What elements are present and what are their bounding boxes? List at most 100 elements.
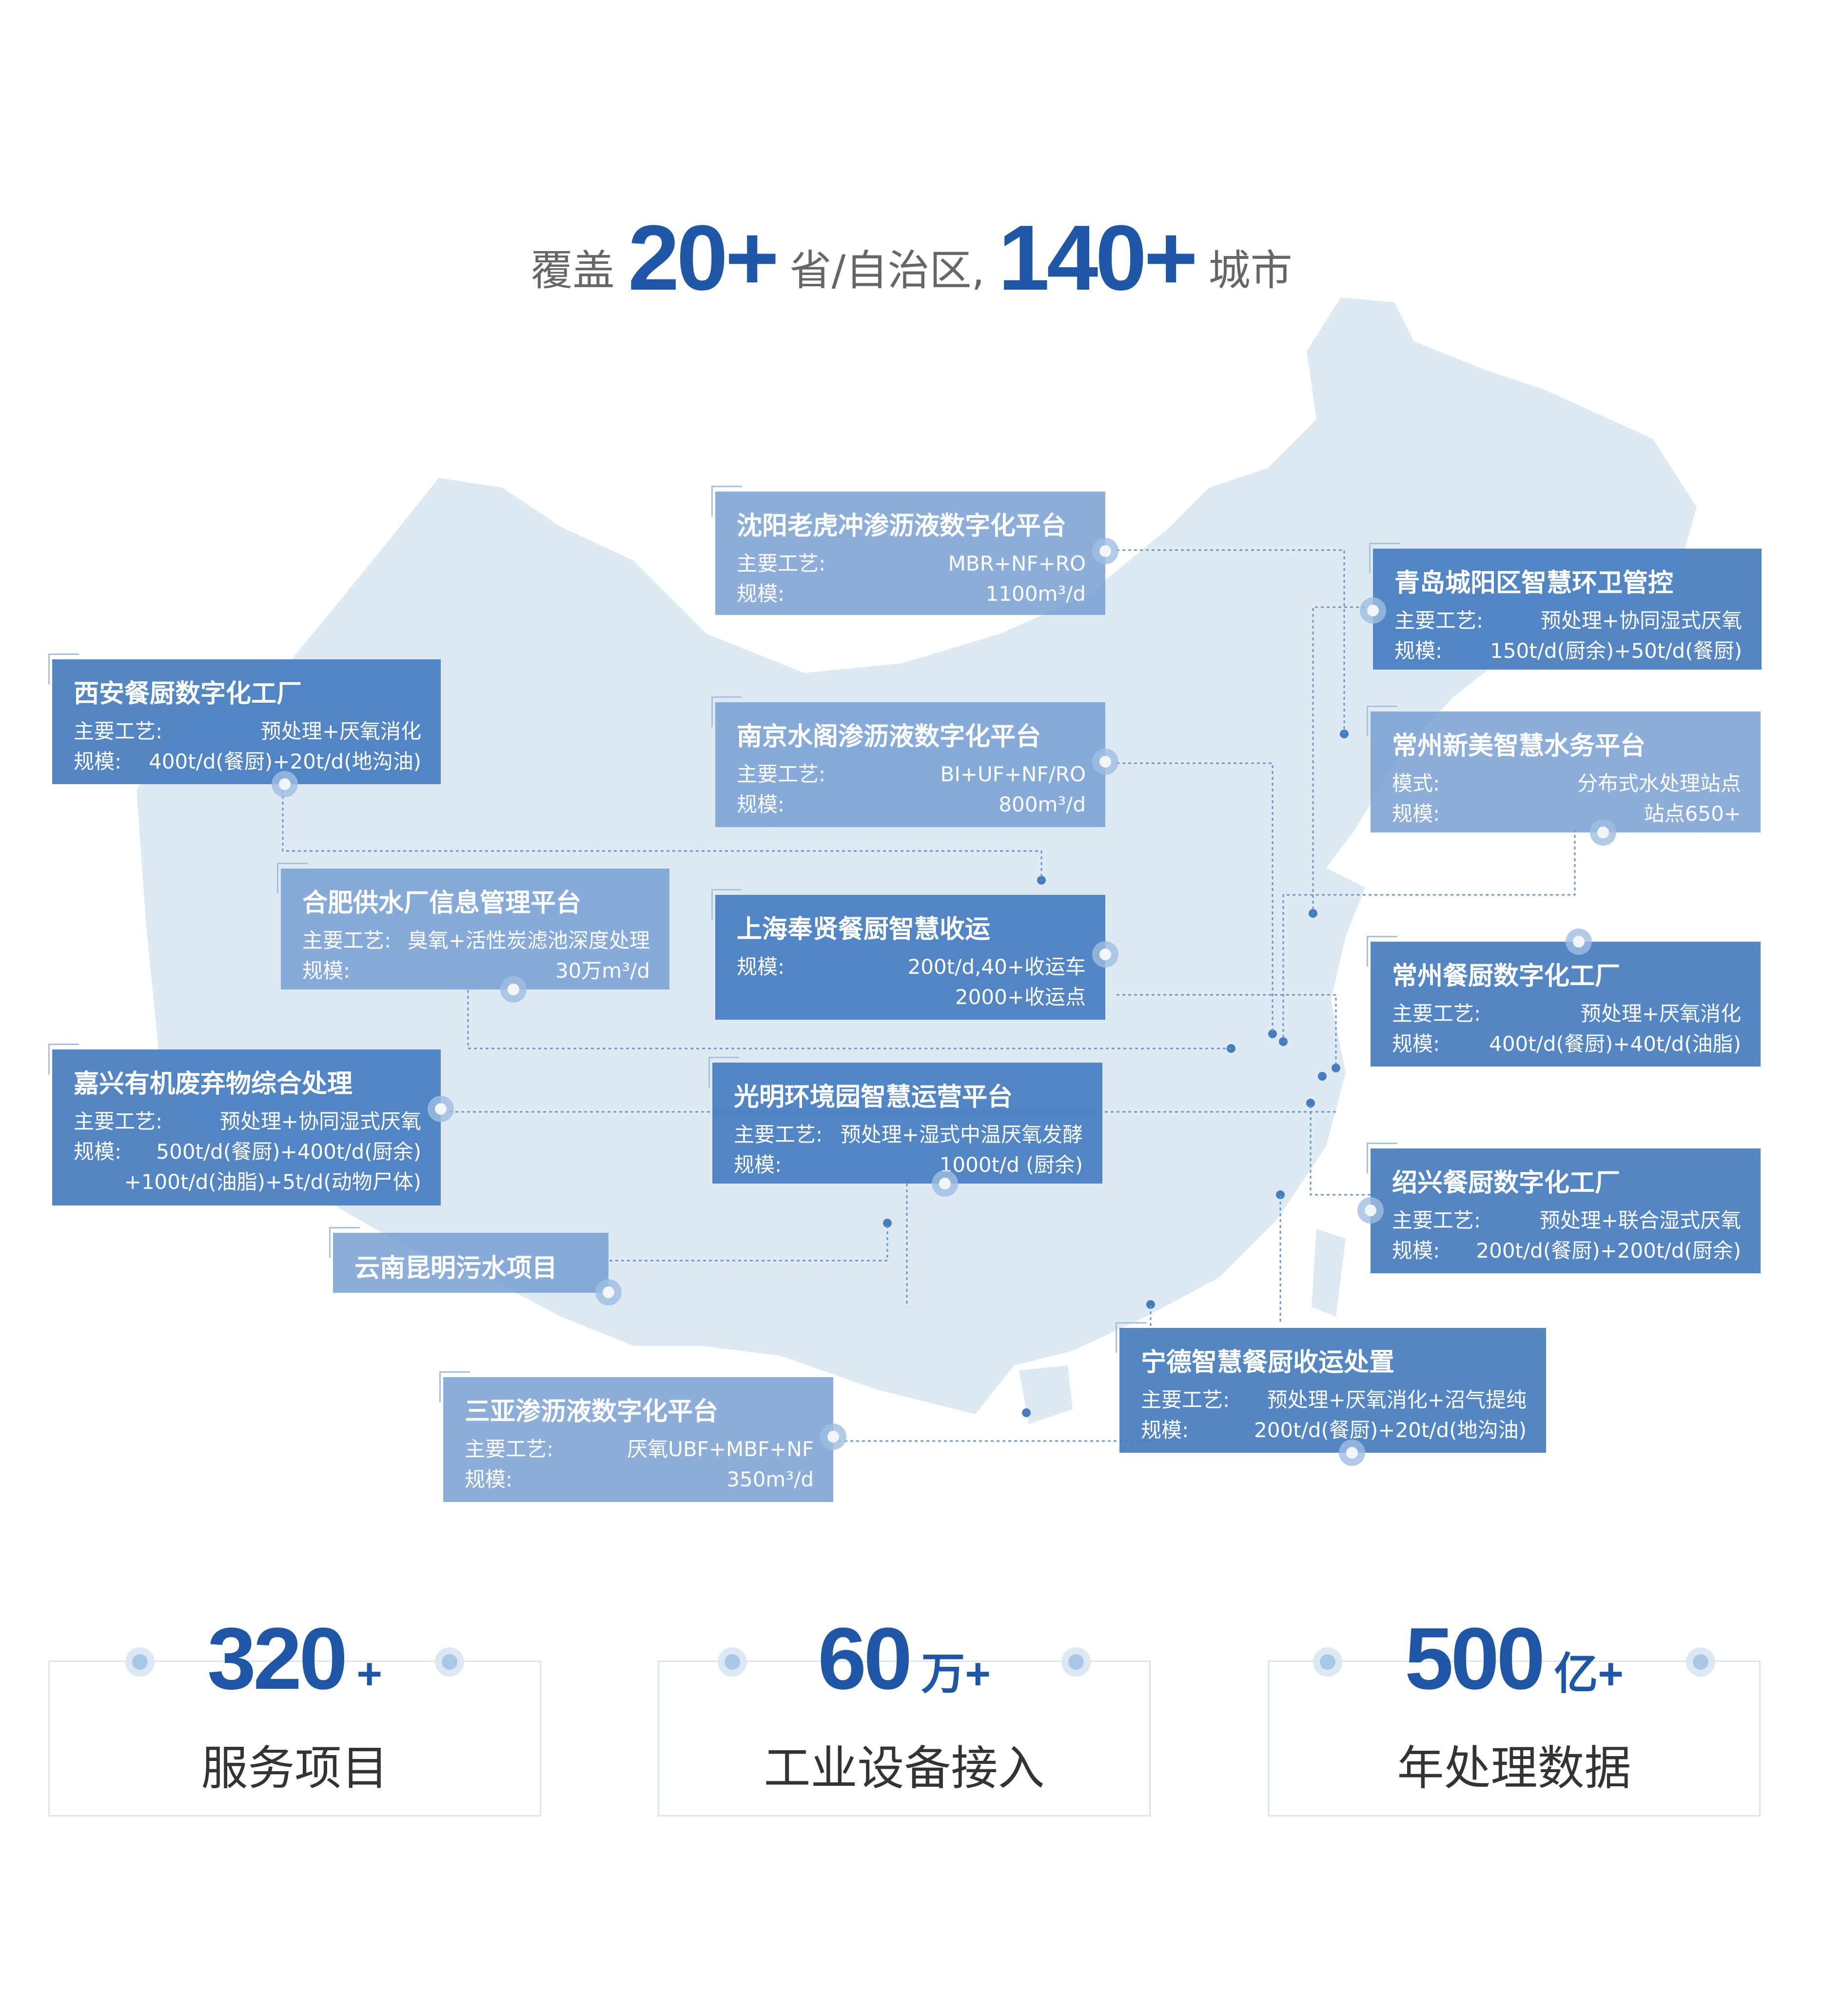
location-marker-icon [1092, 941, 1118, 968]
row-value: 30万m³/d [555, 959, 650, 983]
row-label: 规模: [1392, 1032, 1440, 1056]
row-value: BI+UF+NF/RO [940, 762, 1086, 786]
card-title: 常州餐厨数字化工厂 [1392, 962, 1621, 991]
location-marker-icon [820, 1423, 846, 1450]
project-card-yunnan[interactable]: 云南昆明污水项目 [329, 1227, 622, 1305]
card-row: 规模: 30万m³/d [302, 956, 650, 986]
card-row: 主要工艺:BI+UF+NF/RO [737, 759, 1086, 790]
row-value: 厌氧UBF+MBF+NF [627, 1437, 814, 1461]
card-row: 主要工艺: 预处理+厌氧消化+沼气提纯 [1141, 1385, 1527, 1415]
headline-suffix: 城市 [1208, 246, 1293, 295]
row-label: 主要工艺: [1392, 1002, 1481, 1026]
project-card-czcc[interactable]: 常州餐厨数字化工厂主要工艺: 预处理+厌氧消化规模:400t/d(餐厨)+40t/… [1367, 929, 1761, 1067]
row-value: 站点650+ [1644, 802, 1741, 826]
card-title: 三亚渗沥液数字化平台 [465, 1397, 719, 1426]
card-title: 绍兴餐厨数字化工厂 [1392, 1168, 1621, 1198]
map-taiwan [1312, 1229, 1346, 1317]
project-card-xian[interactable]: 西安餐厨数字化工厂主要工艺:预处理+厌氧消化规模:400t/d(餐厨)+20t/… [48, 653, 441, 797]
stat-projects: 320+ 服务项目 [48, 1610, 541, 1817]
row-label: 主要工艺: [74, 719, 163, 743]
row-value: 350m³/d [726, 1467, 814, 1491]
stat-label: 年处理数据 [1397, 1741, 1631, 1796]
card-row: +100t/d(油脂)+5t/d(动物尸体) [74, 1167, 421, 1197]
card-row: 规模: 200t/d(餐厨)+20t/d(地沟油) [1141, 1415, 1527, 1445]
project-card-guangming[interactable]: 光明环境园智慧运营平台主要工艺:预处理+湿式中温厌氧发酵规模:1000t/d (… [708, 1057, 1102, 1197]
row-label: 主要工艺: [465, 1437, 554, 1461]
row-value: 预处理+协同湿式厌氧 [1540, 609, 1742, 632]
location-marker-icon [1590, 819, 1616, 846]
location-marker-icon [595, 1279, 622, 1305]
row-label: 主要工艺: [1141, 1388, 1230, 1412]
project-card-ningde[interactable]: 宁德智慧餐厨收运处置主要工艺:预处理+厌氧消化+沼气提纯规模:200t/d(餐厨… [1116, 1322, 1546, 1466]
card-row: 规模: 500t/d(餐厨)+400t/d(厨余) [74, 1137, 421, 1167]
row-label: 模式: [1392, 771, 1440, 795]
row-label: 规模: [737, 955, 785, 979]
location-marker-icon [1092, 538, 1118, 564]
row-label: 主要工艺: [1394, 609, 1484, 632]
row-value: 预处理+厌氧消化+沼气提纯 [1267, 1388, 1527, 1412]
row-label: 规模: [302, 959, 351, 983]
card-row: 规模: 200t/d,40+收运车 [737, 952, 1086, 982]
card-row: 规模: 400t/d(餐厨)+20t/d(地沟油) [74, 747, 421, 777]
row-label: 规模: [1141, 1418, 1189, 1442]
location-marker-icon [1339, 1440, 1365, 1466]
card-row: 主要工艺: 预处理+协同湿式厌氧 [74, 1107, 421, 1137]
card-row: 规模:200t/d(餐厨)+200t/d(厨余) [1392, 1236, 1741, 1266]
row-value: 500t/d(餐厨)+400t/d(厨余) [156, 1140, 421, 1164]
row-value: 预处理+协同湿式厌氧 [219, 1109, 421, 1133]
card-title: 嘉兴有机废弃物综合处理 [74, 1069, 353, 1099]
card-row: 主要工艺:臭氧+活性炭滤池深度处理 [302, 926, 650, 956]
row-label: 规模: [734, 1153, 782, 1177]
stat-number: 320 [207, 1610, 348, 1708]
stat-label: 工业设备接入 [764, 1741, 1045, 1796]
card-row: 主要工艺:预处理+厌氧消化 [74, 716, 421, 747]
project-card-qingdao[interactable]: 青岛城阳区智慧环卫管控主要工艺:预处理+协同湿式厌氧规模:150t/d(厨余)+… [1360, 543, 1762, 670]
headline-mid: 省/自治区, [789, 246, 985, 295]
province-count: 20+ [627, 206, 779, 310]
card-row: 规模:1000t/d (厨余) [734, 1150, 1083, 1180]
map-hainan [1019, 1365, 1073, 1424]
row-label: 规模: [74, 1140, 122, 1164]
row-value: 1100m³/d [985, 582, 1086, 606]
row-value: 预处理+湿式中温厌氧发酵 [840, 1123, 1083, 1146]
row-value: 200t/d(餐厨)+20t/d(地沟油) [1254, 1418, 1527, 1442]
card-title: 常州新美智慧水务平台 [1392, 731, 1646, 761]
project-card-czxm[interactable]: 常州新美智慧水务平台模式:分布式水处理站点规模:站点650+ [1367, 706, 1761, 846]
card-row: 规模:350m³/d [465, 1464, 814, 1495]
map-shape [137, 297, 1697, 1414]
row-value: 150t/d(厨余)+50t/d(餐厨) [1490, 639, 1742, 663]
card-row: 规模:400t/d(餐厨)+40t/d(油脂) [1392, 1029, 1741, 1059]
card-title: 云南昆明污水项目 [354, 1254, 558, 1283]
card-row: 规模:1100m³/d [737, 579, 1086, 609]
row-value: 400t/d(餐厨)+20t/d(地沟油) [149, 750, 421, 773]
project-card-hefei[interactable]: 合肥供水厂信息管理平台主要工艺:臭氧+活性炭滤池深度处理规模: 30万m³/d [277, 863, 669, 1003]
card-row: 主要工艺: 厌氧UBF+MBF+NF [465, 1434, 814, 1464]
card-title: 光明环境园智慧运营平台 [734, 1083, 1013, 1112]
stat-unit: 亿+ [1554, 1650, 1624, 1699]
project-card-sanya[interactable]: 三亚渗沥液数字化平台主要工艺: 厌氧UBF+MBF+NF 规模:350m³/d [439, 1371, 846, 1502]
card-row: 主要工艺: 预处理+厌氧消化 [1392, 999, 1741, 1029]
row-value: 预处理+厌氧消化 [1580, 1002, 1741, 1026]
stat-number: 500 [1405, 1610, 1545, 1708]
location-marker-icon [428, 1096, 454, 1122]
location-marker-icon [1360, 597, 1386, 624]
city-count: 140+ [998, 206, 1198, 310]
location-marker-icon [500, 976, 527, 1003]
row-label: 规模: [737, 792, 785, 816]
card-row: 规模:800m³/d [737, 790, 1086, 820]
row-value: 200t/d,40+收运车 [907, 955, 1086, 979]
card-row: 模式:分布式水处理站点 [1392, 769, 1741, 799]
card-row: 规模:站点650+ [1392, 799, 1741, 829]
card-row: 主要工艺:预处理+湿式中温厌氧发酵 [734, 1120, 1083, 1150]
card-title: 合肥供水厂信息管理平台 [302, 889, 582, 918]
row-label: 主要工艺: [74, 1109, 163, 1133]
project-card-shaoxing[interactable]: 绍兴餐厨数字化工厂主要工艺:预处理+联合湿式厌氧规模:200t/d(餐厨)+20… [1357, 1143, 1761, 1273]
row-label: 规模: [1392, 1239, 1440, 1263]
project-card-jiaxing[interactable]: 嘉兴有机废弃物综合处理主要工艺: 预处理+协同湿式厌氧规模: 500t/d(餐厨)+… [48, 1044, 454, 1206]
row-label: 规模: [74, 750, 122, 773]
